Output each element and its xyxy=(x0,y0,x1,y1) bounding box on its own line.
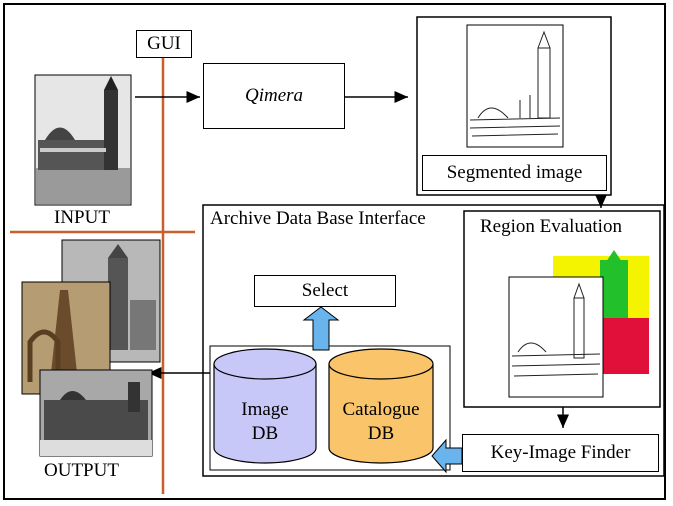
image-db-label: Image DB xyxy=(214,398,316,446)
output-photos xyxy=(21,239,161,457)
region-sketch xyxy=(508,276,604,398)
image-db-line-1: Image xyxy=(241,399,289,420)
output-label: OUTPUT xyxy=(44,460,119,481)
select-box[interactable]: Select xyxy=(254,275,396,307)
arrow-keyimage-catalogue xyxy=(431,438,463,474)
catalogue-db-line-2: DB xyxy=(367,423,395,444)
segmented-image-label: Segmented image xyxy=(422,155,607,191)
outer-frame xyxy=(3,3,666,500)
archive-label: Archive Data Base Interface xyxy=(210,208,426,229)
qimera-box[interactable]: Qimera xyxy=(203,63,345,129)
image-db-line-2: DB xyxy=(251,423,279,444)
gui-label-box: GUI xyxy=(136,30,192,58)
catalogue-db-label: Catalogue DB xyxy=(329,398,433,446)
catalogue-db-line-1: Catalogue xyxy=(342,399,420,420)
key-image-finder-box[interactable]: Key-Image Finder xyxy=(462,434,659,472)
catalogue-db-cylinder xyxy=(328,348,434,464)
archive-box xyxy=(202,204,665,477)
image-db-cylinder xyxy=(213,348,317,464)
arrow-db-select xyxy=(302,306,340,351)
input-photo xyxy=(34,74,132,206)
db-panel xyxy=(209,345,451,471)
segmented-sketch xyxy=(466,24,564,148)
region-evaluation-label: Region Evaluation xyxy=(480,216,622,237)
input-label: INPUT xyxy=(54,207,110,228)
